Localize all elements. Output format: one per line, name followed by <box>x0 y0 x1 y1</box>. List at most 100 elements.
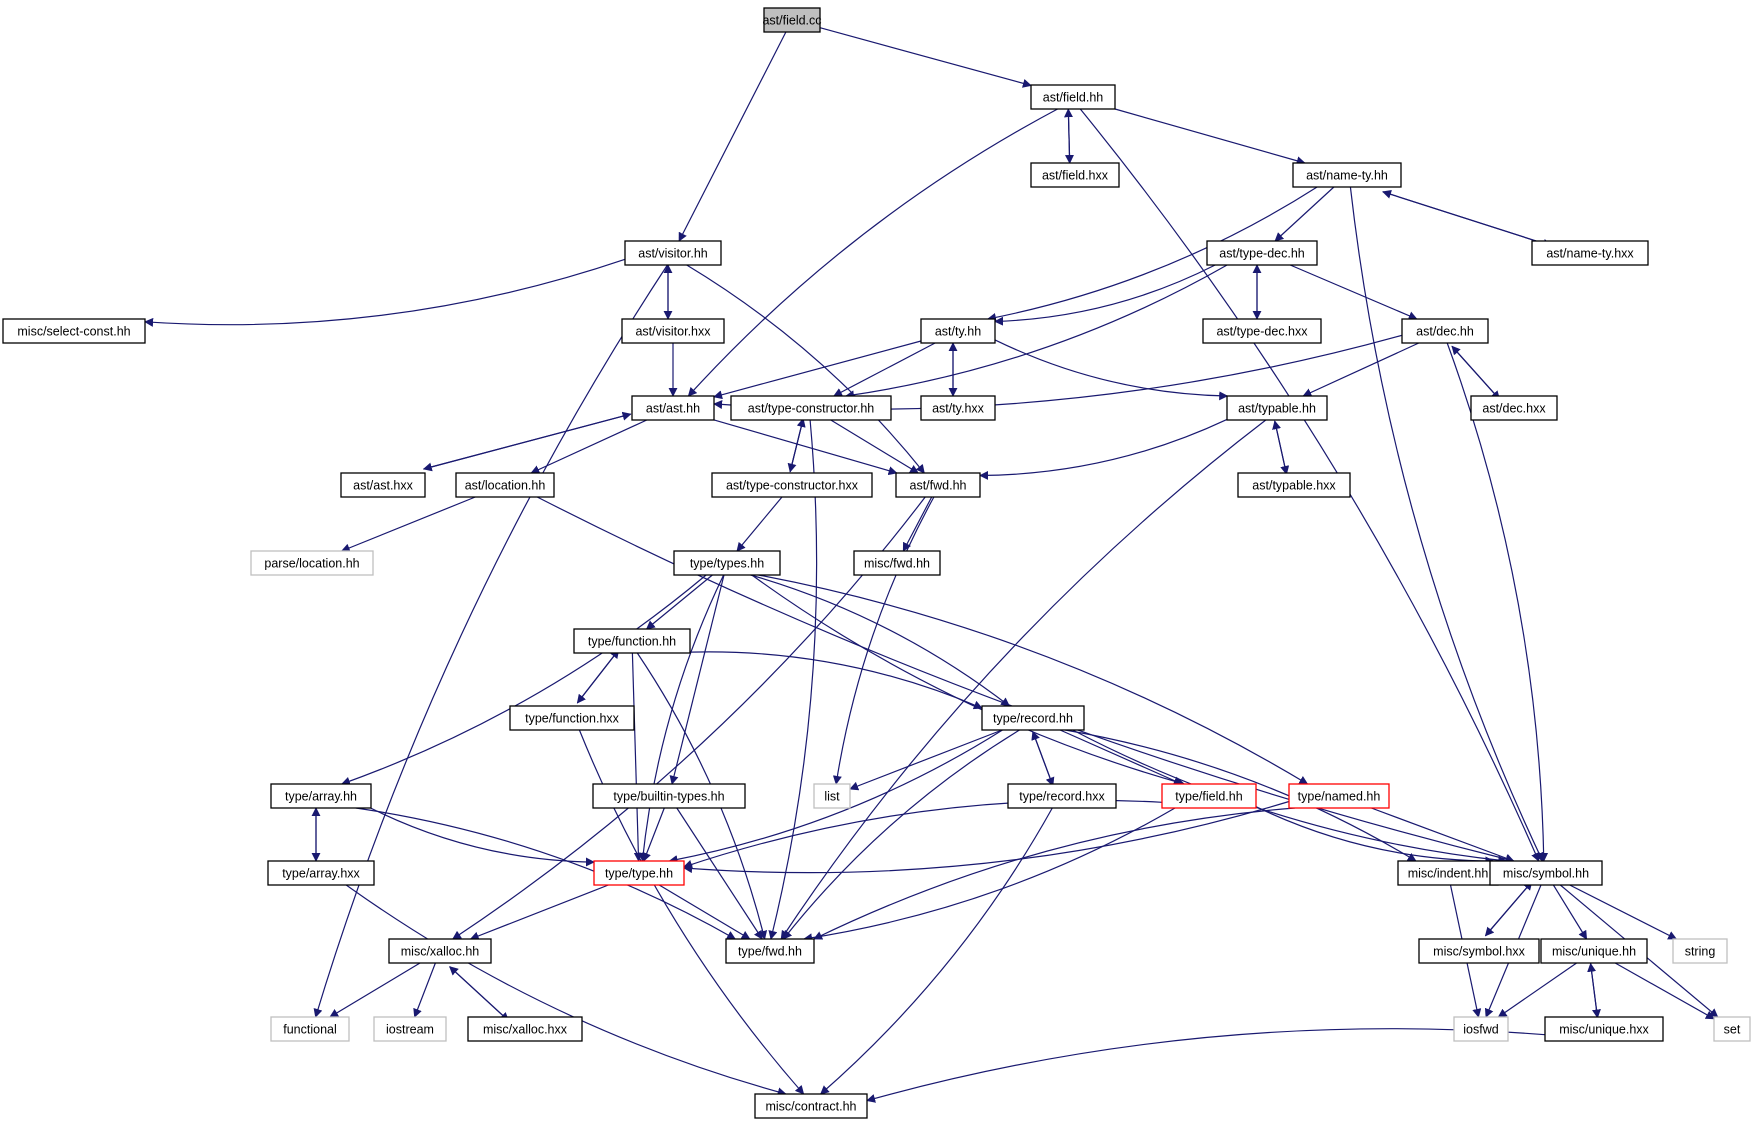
node-box[interactable] <box>267 860 375 886</box>
node-box[interactable] <box>631 395 715 421</box>
node-box[interactable] <box>455 472 555 498</box>
node-box[interactable] <box>754 1093 868 1119</box>
node-ast-dec-hh[interactable]: ast/dec.hh <box>1401 318 1489 344</box>
node-type-types-hh[interactable]: type/types.hh <box>673 550 781 576</box>
node-box[interactable] <box>725 938 815 964</box>
node-ast-ast-hh[interactable]: ast/ast.hh <box>631 395 715 421</box>
node-box[interactable] <box>1531 240 1649 266</box>
node-box[interactable] <box>920 395 996 421</box>
node-type-array-hh[interactable]: type/array.hh <box>270 783 372 809</box>
node-box[interactable] <box>1489 860 1603 886</box>
node-box[interactable] <box>920 318 996 344</box>
node-box[interactable] <box>270 783 372 809</box>
node-type-function-hh[interactable]: type/function.hh <box>573 628 691 654</box>
node-type-function-hxx[interactable]: type/function.hxx <box>509 705 635 731</box>
node-iostream[interactable]: iostream <box>373 1016 447 1042</box>
node-iosfwd[interactable]: iosfwd <box>1453 1016 1509 1042</box>
node-type-field-hh[interactable]: type/field.hh <box>1161 783 1257 809</box>
node-box[interactable] <box>624 240 722 266</box>
node-box[interactable] <box>813 783 851 809</box>
node-string[interactable]: string <box>1672 938 1728 964</box>
node-ast-field-hxx[interactable]: ast/field.hxx <box>1030 162 1120 188</box>
node-type-named-hh[interactable]: type/named.hh <box>1288 783 1390 809</box>
node-ast-name-ty-hxx[interactable]: ast/name-ty.hxx <box>1531 240 1649 266</box>
node-ast-visitor-hh[interactable]: ast/visitor.hh <box>624 240 722 266</box>
node-box[interactable] <box>250 550 374 576</box>
node-box[interactable] <box>388 938 492 964</box>
node-box[interactable] <box>763 7 821 33</box>
node-ast-name-ty-hh[interactable]: ast/name-ty.hh <box>1292 162 1402 188</box>
node-type-record-hxx[interactable]: type/record.hxx <box>1007 783 1117 809</box>
node-box[interactable] <box>467 1016 583 1042</box>
node-box[interactable] <box>593 860 685 886</box>
node-misc-unique-hxx[interactable]: misc/unique.hxx <box>1544 1016 1664 1042</box>
node-box[interactable] <box>1007 783 1117 809</box>
node-box[interactable] <box>1418 938 1540 964</box>
node-box[interactable] <box>270 1016 350 1042</box>
node-box[interactable] <box>1288 783 1390 809</box>
node-misc-symbol-hh[interactable]: misc/symbol.hh <box>1489 860 1603 886</box>
node-box[interactable] <box>1672 938 1728 964</box>
node-type-record-hh[interactable]: type/record.hh <box>981 705 1085 731</box>
node-type-fwd-hh[interactable]: type/fwd.hh <box>725 938 815 964</box>
node-misc-select-const-hh[interactable]: misc/select-const.hh <box>2 318 146 344</box>
node-misc-indent-hh[interactable]: misc/indent.hh <box>1397 860 1499 886</box>
node-ast-type-constructor-hh[interactable]: ast/type-constructor.hh <box>730 395 892 421</box>
node-misc-contract-hh[interactable]: misc/contract.hh <box>754 1093 868 1119</box>
node-box[interactable] <box>1206 240 1318 266</box>
node-box[interactable] <box>340 472 426 498</box>
node-ast-dec-hxx[interactable]: ast/dec.hxx <box>1470 395 1558 421</box>
node-box[interactable] <box>895 472 981 498</box>
node-box[interactable] <box>373 1016 447 1042</box>
node-ast-typable-hxx[interactable]: ast/typable.hxx <box>1237 472 1351 498</box>
node-box[interactable] <box>573 628 691 654</box>
node-box[interactable] <box>1237 472 1351 498</box>
node-box[interactable] <box>1453 1016 1509 1042</box>
node-box[interactable] <box>592 783 746 809</box>
node-ast-typable-hh[interactable]: ast/typable.hh <box>1226 395 1328 421</box>
node-box[interactable] <box>1401 318 1489 344</box>
node-box[interactable] <box>981 705 1085 731</box>
node-misc-unique-hh[interactable]: misc/unique.hh <box>1540 938 1648 964</box>
node-box[interactable] <box>1540 938 1648 964</box>
node-ast-fwd-hh[interactable]: ast/fwd.hh <box>895 472 981 498</box>
node-functional[interactable]: functional <box>270 1016 350 1042</box>
node-box[interactable] <box>1397 860 1499 886</box>
node-ast-field-cc[interactable]: ast/field.cc <box>762 7 822 33</box>
node-ast-type-constructor-hxx[interactable]: ast/type-constructor.hxx <box>711 472 873 498</box>
node-ast-ty-hxx[interactable]: ast/ty.hxx <box>920 395 996 421</box>
node-misc-xalloc-hh[interactable]: misc/xalloc.hh <box>388 938 492 964</box>
node-box[interactable] <box>2 318 146 344</box>
node-box[interactable] <box>1544 1016 1664 1042</box>
node-box[interactable] <box>621 318 725 344</box>
node-list[interactable]: list <box>813 783 851 809</box>
node-box[interactable] <box>853 550 941 576</box>
node-ast-type-dec-hxx[interactable]: ast/type-dec.hxx <box>1202 318 1322 344</box>
node-ast-ast-hxx[interactable]: ast/ast.hxx <box>340 472 426 498</box>
node-ast-location-hh[interactable]: ast/location.hh <box>455 472 555 498</box>
node-ast-type-dec-hh[interactable]: ast/type-dec.hh <box>1206 240 1318 266</box>
node-misc-fwd-hh[interactable]: misc/fwd.hh <box>853 550 941 576</box>
node-box[interactable] <box>1030 162 1120 188</box>
node-type-builtin-types-hh[interactable]: type/builtin-types.hh <box>592 783 746 809</box>
node-ast-field-hh[interactable]: ast/field.hh <box>1030 84 1116 110</box>
node-misc-symbol-hxx[interactable]: misc/symbol.hxx <box>1418 938 1540 964</box>
node-box[interactable] <box>1030 84 1116 110</box>
node-misc-xalloc-hxx[interactable]: misc/xalloc.hxx <box>467 1016 583 1042</box>
node-parse-location-hh[interactable]: parse/location.hh <box>250 550 374 576</box>
node-box[interactable] <box>1226 395 1328 421</box>
node-type-type-hh[interactable]: type/type.hh <box>593 860 685 886</box>
node-box[interactable] <box>711 472 873 498</box>
node-type-array-hxx[interactable]: type/array.hxx <box>267 860 375 886</box>
node-box[interactable] <box>1161 783 1257 809</box>
node-set[interactable]: set <box>1713 1016 1751 1042</box>
node-box[interactable] <box>509 705 635 731</box>
node-ast-ty-hh[interactable]: ast/ty.hh <box>920 318 996 344</box>
node-box[interactable] <box>673 550 781 576</box>
node-box[interactable] <box>1470 395 1558 421</box>
node-box[interactable] <box>1713 1016 1751 1042</box>
node-box[interactable] <box>1292 162 1402 188</box>
node-ast-visitor-hxx[interactable]: ast/visitor.hxx <box>621 318 725 344</box>
node-box[interactable] <box>1202 318 1322 344</box>
node-box[interactable] <box>730 395 892 421</box>
